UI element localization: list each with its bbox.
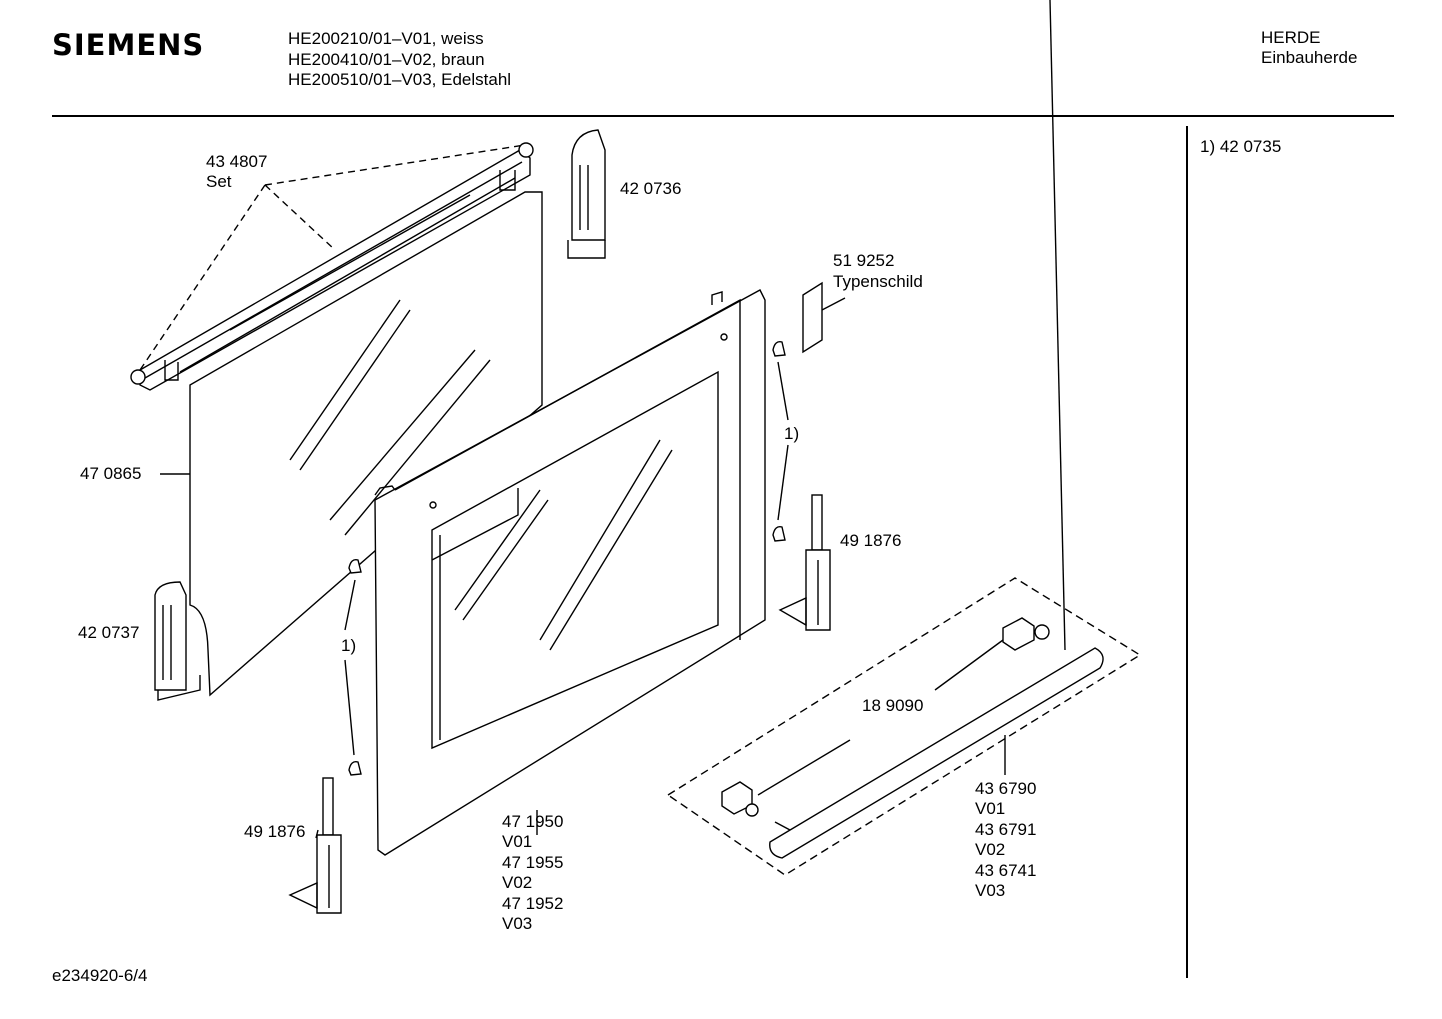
inner-glass-pane	[189, 191, 543, 697]
model-list: HE200210/01–V01, weiss HE200410/01–V02, …	[288, 29, 511, 91]
label-rail-set: 43 4807	[206, 152, 267, 171]
label-bracket-top: 42 0736	[620, 179, 681, 198]
part-leaders	[160, 473, 1006, 839]
label-hinge-right: 49 1876	[840, 531, 901, 550]
label-door-front: V03	[502, 914, 532, 933]
footnote: 1) 42 0735	[1200, 137, 1282, 156]
label-door-front: V01	[502, 832, 532, 851]
model-line: HE200210/01–V01, weiss	[288, 29, 484, 48]
document-id: e234920-6/4	[52, 966, 148, 985]
label-handle: 43 6741	[975, 861, 1036, 880]
label-handle-kit: 18 9090	[862, 696, 923, 715]
label-type-plate: 51 9252	[833, 251, 894, 270]
header-divider	[52, 115, 1394, 117]
category-line: Einbauherde	[1261, 48, 1358, 67]
label-handle: V01	[975, 799, 1005, 818]
label-door-front: 47 1952	[502, 894, 563, 913]
door-rail	[130, 142, 534, 391]
label-handle: V03	[975, 881, 1005, 900]
label-door-front: 47 1950	[502, 812, 563, 831]
label-door-front: V02	[502, 873, 532, 892]
label-note-ref-left: 1)	[341, 636, 356, 655]
category-block: HERDE Einbauherde	[1261, 28, 1357, 68]
label-hinge-left: 49 1876	[244, 822, 305, 841]
type-plate	[802, 281, 846, 354]
label-handle: V02	[975, 840, 1005, 859]
label-note-ref-right: 1)	[784, 424, 799, 443]
rail-set-leaders	[139, 144, 526, 371]
category-line: HERDE	[1261, 28, 1321, 47]
label-handle: 43 6790	[975, 779, 1036, 798]
bracket-top	[567, 129, 606, 259]
door-front	[374, 289, 766, 856]
model-line: HE200510/01–V03, Edelstahl	[288, 70, 512, 89]
label-door-front: 47 1955	[502, 853, 563, 872]
model-line: HE200410/01–V02, braun	[288, 49, 485, 69]
label-bracket-bottom: 42 0737	[78, 623, 139, 642]
hinge-right	[778, 494, 831, 631]
handle-kit-outline	[666, 577, 1142, 876]
door-handle	[721, 0, 1104, 859]
sidebar-divider	[1186, 126, 1188, 978]
label-type-plate-name: Typenschild	[833, 272, 923, 291]
label-handle: 43 6791	[975, 820, 1036, 839]
label-rail-set-suffix: Set	[206, 172, 232, 191]
brand-logo: SIEMENS	[52, 28, 205, 62]
bracket-bottom	[154, 581, 201, 701]
hinge-left	[288, 777, 342, 914]
door-clips	[344, 340, 789, 776]
label-inner-glass: 47 0865	[80, 464, 141, 483]
